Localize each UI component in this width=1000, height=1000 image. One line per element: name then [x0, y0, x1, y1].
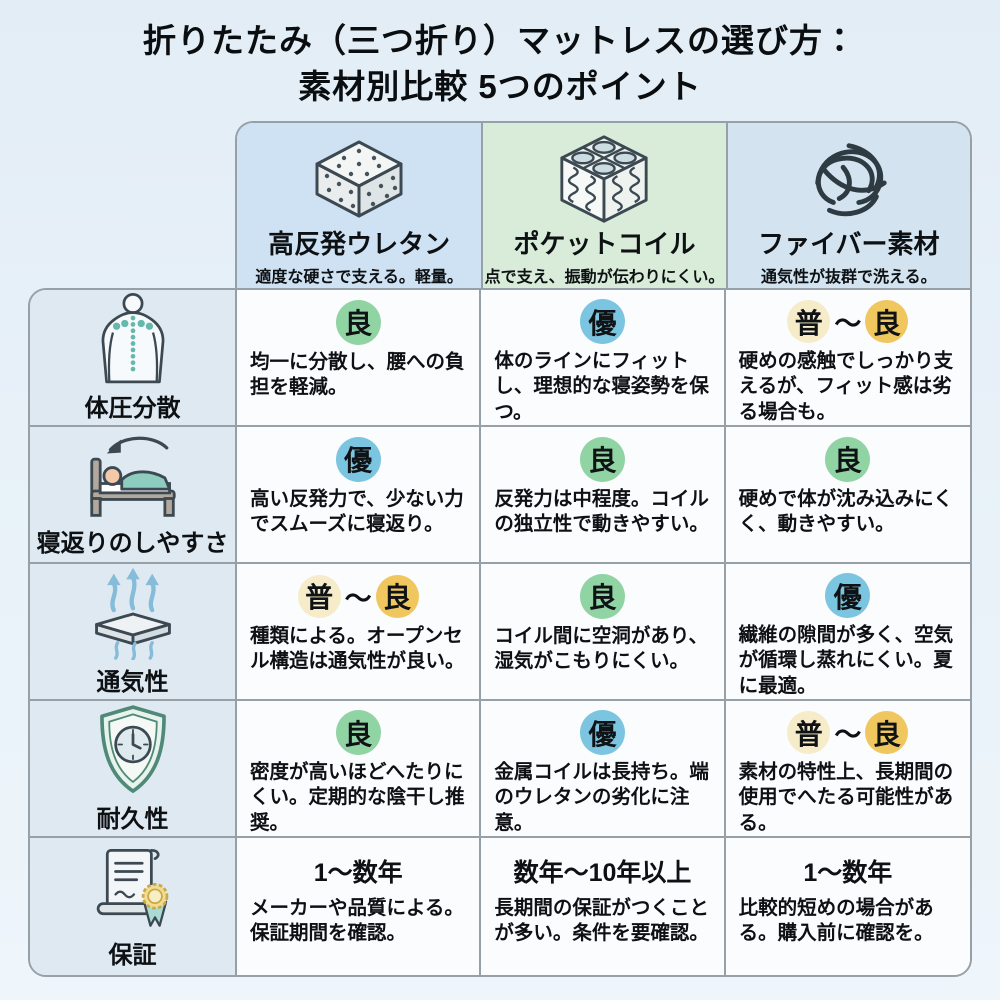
page-title: 折りたたみ（三つ折り）マットレスの選び方： 素材別比較 5つのポイント	[0, 0, 1000, 109]
warranty-headline: 数年〜10年以上	[513, 859, 692, 888]
cell-pressure-fiber: 普 〜 良 硬めの感触でしっかり支えるが、フィット感は劣る場合も。	[725, 290, 970, 428]
rating-badge-group: 普 〜 良	[297, 573, 419, 619]
durability-shield-icon	[91, 703, 175, 797]
cell-durability-pocket-coil: 優 金属コイルは長持ち。端のウレタンの劣化に注意。	[481, 701, 726, 839]
rating-badge-group: 良	[335, 299, 381, 345]
cell-text: 繊維の隙間が多く、空気が循環し蒸れにくい。夏に最適。	[738, 624, 954, 697]
column-header-urethane: 高反発ウレタン 適度な硬さで支える。軽量。	[237, 123, 482, 289]
rating-badge-good: 良	[579, 573, 625, 619]
rating-badge-group: 良	[579, 573, 625, 619]
tilde-separator: 〜	[834, 309, 862, 340]
foam-block-icon	[309, 128, 409, 230]
pocket-coil-icon	[554, 128, 654, 230]
warranty-certificate-icon	[85, 843, 181, 933]
rating-badge-excellent: 優	[579, 710, 625, 756]
rating-badge-good: 良	[579, 436, 625, 482]
cell-text: 長期間の保証がつくことが多い。条件を要確認。	[494, 897, 709, 945]
cell-durability-urethane: 良 密度が高いほどへたりにくい。定期的な陰干し推奨。	[237, 701, 482, 839]
column-subtitle: 点で支え、振動が伝わりにくい。	[484, 268, 725, 286]
cell-warranty-fiber: 1〜数年 比較的短めの場合がある。購入前に確認を。	[725, 838, 970, 976]
fiber-tangle-icon	[800, 128, 898, 230]
cell-text: 体のラインにフィットし、理想的な寝姿勢を保つ。	[494, 350, 709, 423]
row-label: 体圧分散	[84, 395, 181, 423]
rating-badge-fair: 普	[787, 300, 831, 344]
title-line2: 素材別比較 5つのポイント	[298, 67, 702, 105]
column-header-fiber: ファイバー素材 通気性が抜群で洗える。	[725, 123, 970, 289]
rating-badge-group: 優	[335, 436, 381, 482]
row-label: 保証	[108, 942, 157, 970]
column-name: 高反発ウレタン	[268, 229, 451, 260]
cell-turnover-urethane: 優 高い反発力で、少ない力でスムーズに寝返り。	[237, 427, 482, 565]
cell-text: 反発力は中程度。コイルの独立性で動きやすい。	[494, 488, 709, 536]
cell-text: 金属コイルは長持ち。端のウレタンの劣化に注意。	[494, 761, 709, 834]
row-label-durability: 耐久性	[30, 701, 237, 839]
column-header-row: 高反発ウレタン 適度な硬さで支える。軽量。	[235, 121, 972, 289]
rating-badge-fair: 普	[297, 574, 341, 618]
rating-badge-group: 良	[825, 436, 871, 482]
rating-badge-fair-good: 良	[865, 711, 909, 755]
cell-turnover-pocket-coil: 良 反発力は中程度。コイルの独立性で動きやすい。	[481, 427, 726, 565]
rating-badge-group: 普 〜 良	[787, 299, 909, 344]
cell-durability-fiber: 普 〜 良 素材の特性上、長期間の使用でへたる可能性がある。	[725, 701, 970, 839]
column-subtitle: 適度な硬さで支える。軽量。	[255, 268, 463, 286]
rating-badge-good: 良	[825, 436, 871, 482]
body-pressure-icon	[92, 292, 174, 386]
rating-badge-fair: 普	[787, 711, 831, 755]
cell-turnover-fiber: 良 硬めで体が沈み込みにくく、動きやすい。	[725, 427, 970, 565]
tilde-separator: 〜	[344, 583, 372, 614]
cell-text: 高い反発力で、少ない力でスムーズに寝返り。	[250, 488, 464, 536]
rating-badge-excellent: 優	[579, 299, 625, 345]
rating-badge-group: 優	[825, 573, 871, 619]
cell-text: 硬めの感触でしっかり支えるが、フィット感は劣る場合も。	[738, 350, 954, 423]
column-name: ファイバー素材	[758, 229, 940, 260]
rating-badge-group: 優	[579, 710, 625, 756]
cell-warranty-urethane: 1〜数年 メーカーや品質による。保証期間を確認。	[237, 838, 482, 976]
comparison-table: 高反発ウレタン 適度な硬さで支える。軽量。	[28, 121, 972, 978]
column-name: ポケットコイル	[513, 229, 696, 260]
rating-badge-group: 優	[579, 299, 625, 345]
cell-text: コイル間に空洞があり、湿気がこもりにくい。	[494, 625, 709, 673]
cell-text: メーカーや品質による。保証期間を確認。	[250, 897, 464, 945]
row-label-pressure: 体圧分散	[30, 290, 237, 428]
row-label-warranty: 保証	[30, 838, 237, 976]
cell-breathability-urethane: 普 〜 良 種類による。オープンセル構造は通気性が良い。	[237, 564, 482, 702]
cell-text: 硬めで体が沈み込みにくく、動きやすい。	[738, 488, 953, 536]
rating-badge-group: 良	[335, 710, 381, 756]
rating-badge-fair-good: 良	[375, 574, 419, 618]
cell-text: 種類による。オープンセル構造は通気性が良い。	[250, 625, 465, 673]
tilde-separator: 〜	[834, 720, 862, 751]
rating-badge-group: 良	[579, 436, 625, 482]
rating-badge-excellent: 優	[335, 436, 381, 482]
row-label-breathability: 通気性	[30, 564, 237, 702]
row-label: 寝返りのしやすさ	[36, 530, 229, 558]
column-subtitle: 通気性が抜群で洗える。	[761, 268, 937, 286]
cell-warranty-pocket-coil: 数年〜10年以上 長期間の保証がつくことが多い。条件を要確認。	[481, 838, 726, 976]
cell-text: 素材の特性上、長期間の使用でへたる可能性がある。	[738, 761, 954, 834]
cell-breathability-pocket-coil: 良 コイル間に空洞があり、湿気がこもりにくい。	[481, 564, 726, 702]
cell-text: 均一に分散し、腰への負担を軽減。	[250, 351, 465, 399]
cell-breathability-fiber: 優 繊維の隙間が多く、空気が循環し蒸れにくい。夏に最適。	[725, 564, 970, 702]
rating-badge-good: 良	[335, 299, 381, 345]
rating-badge-group: 普 〜 良	[787, 710, 909, 755]
rating-badge-excellent: 優	[825, 573, 871, 619]
row-label: 耐久性	[96, 806, 169, 834]
title-line1: 折りたたみ（三つ折り）マットレスの選び方：	[143, 22, 857, 59]
cell-pressure-pocket-coil: 優 体のラインにフィットし、理想的な寝姿勢を保つ。	[481, 290, 726, 428]
warranty-headline: 1〜数年	[803, 859, 893, 888]
rating-badge-fair-good: 良	[865, 300, 909, 344]
breathability-icon	[85, 566, 181, 661]
row-label-turnover: 寝返りのしやすさ	[30, 427, 237, 565]
cell-text: 密度が高いほどへたりにくい。定期的な陰干し推奨。	[250, 761, 465, 834]
cell-pressure-urethane: 良 均一に分散し、腰への負担を軽減。	[237, 290, 482, 428]
sleep-turning-icon	[77, 431, 189, 521]
warranty-headline: 1〜数年	[313, 859, 403, 888]
rating-badge-good: 良	[335, 710, 381, 756]
comparison-table-body: 体圧分散 良 均一に分散し、腰への負担を軽減。 優 体のラインにフィットし、理想…	[28, 288, 972, 978]
row-label: 通気性	[96, 669, 169, 697]
cell-text: 比較的短めの場合がある。購入前に確認を。	[738, 897, 934, 945]
column-header-pocket-coil: ポケットコイル 点で支え、振動が伝わりにくい。	[481, 123, 726, 289]
